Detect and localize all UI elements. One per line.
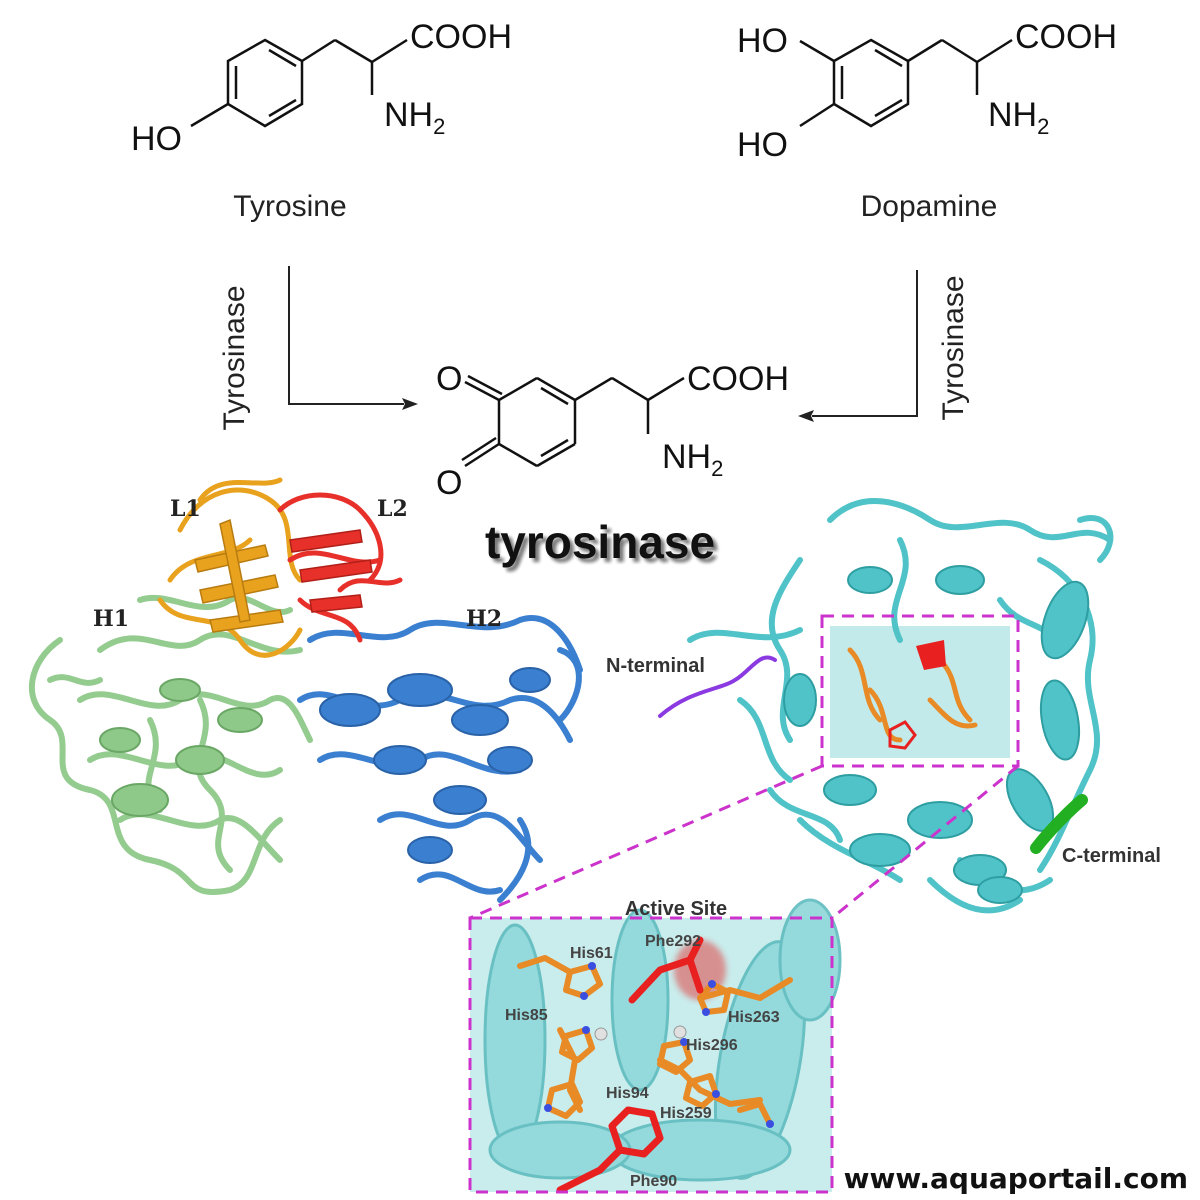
- active-site-label: Active Site: [625, 898, 727, 920]
- residue-his94: His94: [606, 1085, 649, 1102]
- dopamine-amine-main: NH: [988, 96, 1037, 134]
- dopamine-structure: [799, 38, 1013, 128]
- tyrosine-hydroxyl: HO: [131, 120, 182, 158]
- domain-h2-helices: [319, 667, 551, 864]
- arrow-head-left-icon: [402, 398, 418, 410]
- reaction-arrows: [288, 266, 918, 417]
- tyrosine-acid: COOH: [410, 18, 512, 56]
- tyrosine-name: Tyrosine: [233, 190, 346, 223]
- residue-phe292: Phe292: [645, 933, 701, 950]
- copper-atom-a: [594, 1027, 608, 1041]
- product-amine: NH2: [662, 438, 723, 481]
- dopamine-hydroxyl-bottom: HO: [737, 126, 788, 164]
- c-terminal-label: C-terminal: [1062, 845, 1161, 867]
- active-site-highlight-box: [820, 614, 1020, 768]
- enzyme-label-left: Tyrosinase: [218, 285, 251, 430]
- inset-phenylalanines: [556, 936, 704, 1194]
- residue-his296: His296: [686, 1037, 738, 1054]
- residue-his263: His263: [728, 1009, 780, 1026]
- product-structure: [461, 374, 685, 468]
- dopamine-amine-sub: 2: [1037, 114, 1049, 139]
- domain-label-l1: L1: [170, 496, 201, 522]
- dopamine-amine: NH2: [988, 96, 1049, 139]
- product-oxo-bottom: O: [436, 464, 462, 502]
- enzyme-label-right: Tyrosinase: [937, 275, 970, 420]
- residue-his61: His61: [570, 945, 613, 962]
- tyrosine-structure: [190, 38, 408, 128]
- n-terminal-chain: [658, 655, 777, 718]
- domain-label-l2: L2: [377, 496, 408, 522]
- domain-h1: [29, 594, 313, 895]
- inset-nitrogen-atoms: [544, 962, 774, 1128]
- active-site-inset: [468, 898, 842, 1194]
- left-protein-structure: [29, 477, 583, 903]
- residue-phe90: Phe90: [630, 1173, 677, 1190]
- product-acid: COOH: [687, 360, 789, 398]
- dopamine-acid: COOH: [1015, 18, 1117, 56]
- domain-h1-helices: [99, 678, 263, 817]
- domain-label-h1: H1: [93, 606, 129, 632]
- right-protein-helices: [783, 565, 1090, 904]
- product-amine-sub: 2: [711, 456, 723, 481]
- residue-his85: His85: [505, 1007, 548, 1024]
- inset-helices: [483, 898, 842, 1182]
- tyrosine-amine-main: NH: [384, 96, 433, 134]
- title-shadow: tyrosinase: [489, 520, 719, 572]
- dopamine-hydroxyl-top: HO: [737, 22, 788, 60]
- domain-l1-strands: [194, 518, 284, 633]
- domain-l2-strands: [289, 529, 373, 613]
- arrow-head-right-icon: [798, 410, 814, 422]
- dopamine-name: Dopamine: [861, 190, 998, 223]
- tyrosine-amine: NH2: [384, 96, 445, 139]
- zoom-connector-left: [469, 764, 823, 920]
- right-active-region: [830, 626, 1010, 758]
- tyrosine-amine-sub: 2: [433, 114, 445, 139]
- product-oxo-top: O: [436, 360, 462, 398]
- right-protein-structure: [469, 498, 1114, 920]
- website-watermark: www.aquaportail.com: [844, 1162, 1188, 1195]
- zoom-connector-right: [831, 764, 1019, 920]
- product-amine-main: NH: [662, 438, 711, 476]
- residue-his259: His259: [660, 1105, 712, 1122]
- domain-label-h2: H2: [466, 606, 502, 632]
- page-title: tyrosinase: [485, 516, 715, 568]
- copper-atom-b: [673, 1025, 687, 1039]
- n-terminal-label: N-terminal: [606, 655, 705, 677]
- c-terminal-chain: [1030, 794, 1088, 854]
